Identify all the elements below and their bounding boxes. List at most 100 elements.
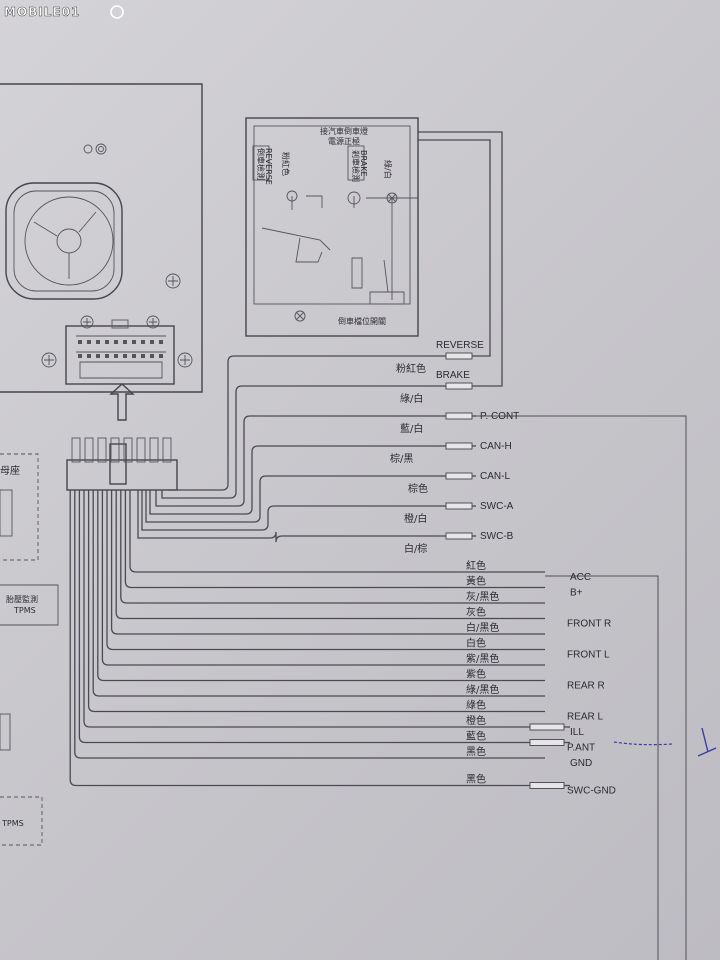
top-wire xyxy=(168,355,446,491)
inset-brake-sense: 剎車檢測 xyxy=(351,150,361,182)
connector-pin xyxy=(105,354,109,358)
inset-brake-en: BRAKE xyxy=(359,150,368,177)
watermark-logo: MOBILE01 xyxy=(4,5,80,19)
bottom-wire xyxy=(78,490,530,744)
inset-top-text-2: 電源正極 xyxy=(328,136,360,146)
socket-label: 母座 xyxy=(0,464,20,477)
reverse-lamp-icon xyxy=(294,310,306,322)
bottom-wire-color: 綠色 xyxy=(466,699,486,712)
plug-tooth xyxy=(110,437,120,463)
wire-terminal xyxy=(445,502,473,510)
top-wire-signal: P. CONT xyxy=(480,411,519,422)
top-wire xyxy=(145,475,446,523)
connector-pin xyxy=(96,354,100,358)
bottom-wire-signal: REAR R xyxy=(567,681,605,692)
top-wire xyxy=(155,415,446,507)
bottom-wire-color: 紅色 xyxy=(466,559,486,572)
left-partial-items: 母座 胎壓監測 TPMS TPMS xyxy=(0,453,59,846)
reverse-brake-inset: 接汽車倒車燈 電源正極 倒車檢測 REVERSE 粉紅色 剎車檢測 BRAKE … xyxy=(245,117,419,337)
wire-terminal xyxy=(529,782,565,789)
inset-green-white: 綠/白 xyxy=(383,160,393,179)
bottom-wire-color: 黃色 xyxy=(466,575,486,588)
connector-pin xyxy=(114,340,118,344)
connector-pin xyxy=(150,340,154,344)
top-wire-color: 棕色 xyxy=(408,482,428,495)
bottom-wire xyxy=(129,490,545,573)
connector-pin xyxy=(123,340,127,344)
bottom-wire-signal: B+ xyxy=(570,588,583,599)
top-wire-color: 藍/白 xyxy=(400,422,423,435)
connector-pin xyxy=(87,340,91,344)
top-wire-signal: CAN-L xyxy=(480,471,510,482)
top-wire-signal: CAN-H xyxy=(480,441,512,452)
bottom-wire xyxy=(106,490,545,651)
plug-tooth xyxy=(97,437,107,463)
fan-icon xyxy=(24,196,114,286)
lamp-icon xyxy=(386,192,398,204)
bottom-wire xyxy=(92,490,545,697)
panel-connector-socket xyxy=(65,325,175,385)
plug-tooth xyxy=(162,437,172,463)
bottom-wire-color: 藍色 xyxy=(466,730,486,743)
top-wire xyxy=(137,490,446,543)
plug-tooth xyxy=(123,437,133,463)
connector-pin xyxy=(78,340,82,344)
bottom-wire-signal: FRONT L xyxy=(567,650,610,661)
plug-tooth xyxy=(71,437,81,463)
connector-pin xyxy=(132,354,136,358)
connector-pin xyxy=(96,340,100,344)
bottom-wire-signal: ILL xyxy=(570,727,584,738)
handwritten-annotation xyxy=(613,741,673,746)
top-wire-color: 棕/黑 xyxy=(390,452,413,465)
plug-tooth xyxy=(84,437,94,463)
bottom-wire-signal: SWC-GND xyxy=(567,786,616,797)
brake-feed-wire xyxy=(418,131,503,387)
wire-terminal xyxy=(445,412,473,420)
inset-pink: 粉紅色 xyxy=(281,152,291,176)
tpms-en-label: TPMS xyxy=(13,606,36,615)
bottom-wire xyxy=(110,490,545,635)
plug-tooth xyxy=(149,437,159,463)
acc-line xyxy=(545,575,659,960)
bottom-wire xyxy=(87,490,545,713)
connector-pin xyxy=(141,354,145,358)
tpms-bottom-label: TPMS xyxy=(1,819,24,828)
wire-terminal xyxy=(445,382,473,390)
wire-terminal xyxy=(445,352,473,360)
pcont-line xyxy=(470,415,687,960)
top-wire-signal: SWC-A xyxy=(480,501,514,512)
bottom-wire-color: 灰/黑色 xyxy=(466,590,499,603)
bottom-wire-signal: GND xyxy=(570,758,592,769)
head-unit-panel xyxy=(0,83,203,393)
connector-pin xyxy=(78,354,82,358)
connector-pin xyxy=(150,354,154,358)
wire-terminal xyxy=(445,532,473,540)
connector-pin xyxy=(141,340,145,344)
bottom-wire xyxy=(120,490,545,604)
wire-terminal xyxy=(445,472,473,480)
reverse-feed-wire xyxy=(418,139,491,357)
bottom-wire xyxy=(97,490,545,682)
brake-switch-icon xyxy=(347,191,361,205)
top-wire-signal: BRAKE xyxy=(436,370,470,381)
plug-tooth xyxy=(136,437,146,463)
wire-terminal xyxy=(529,723,565,731)
arrow-up-icon xyxy=(109,383,135,421)
connector-pin xyxy=(159,340,163,344)
bottom-wire-signal: REAR L xyxy=(567,712,604,723)
connector-pin xyxy=(123,354,127,358)
inset-reverse-sense: 倒車檢測 xyxy=(256,148,266,180)
top-wire xyxy=(141,490,446,531)
wire-terminal xyxy=(529,739,565,746)
bottom-wire-color: 黑色 xyxy=(466,773,486,786)
bottom-wire-signal: P.ANT xyxy=(567,743,595,754)
bottom-wire-signal: ACC xyxy=(570,572,591,583)
connector-pin xyxy=(114,354,118,358)
bottom-wire-color: 白/黑色 xyxy=(466,621,499,634)
top-wire-color: 粉紅色 xyxy=(396,362,426,375)
connector-pin xyxy=(159,354,163,358)
connector-pin xyxy=(87,354,91,358)
bottom-wire-color: 白色 xyxy=(466,637,486,650)
